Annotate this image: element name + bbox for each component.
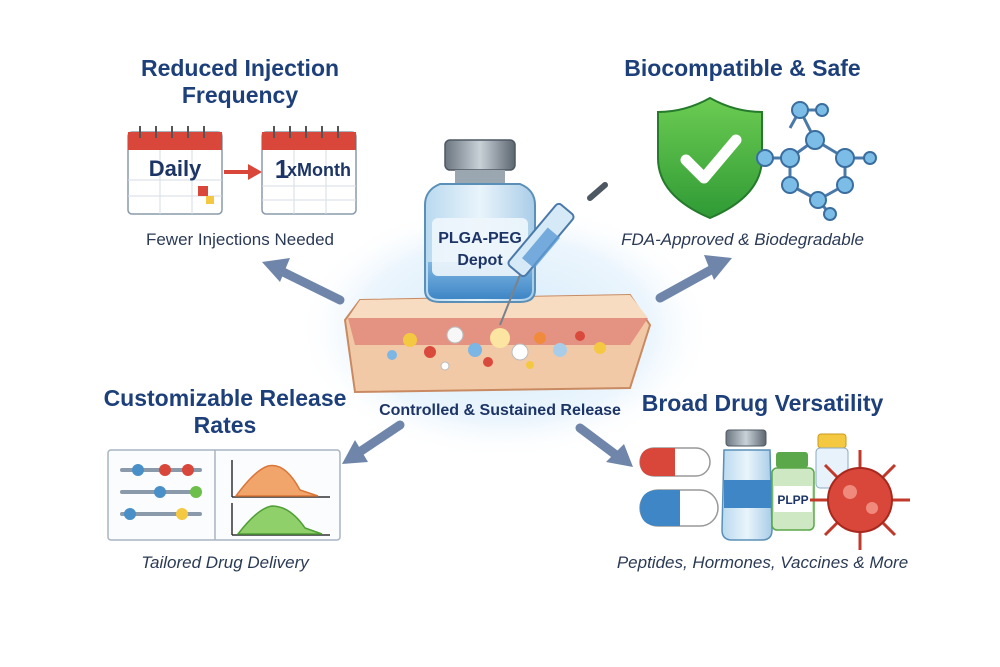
arrow-right-icon [224, 164, 262, 180]
calendar-daily-label: Daily [149, 156, 202, 181]
title-customizable-release-rates: Customizable Release Rates [80, 385, 370, 439]
vial [424, 139, 536, 303]
arrow-top-left [270, 263, 345, 305]
center-release-label: Controlled & Sustained Release [379, 402, 621, 419]
skin-tissue [343, 293, 652, 394]
capsule-red-icon [639, 447, 711, 477]
virus-icon [810, 450, 910, 550]
green-bottle-icon [771, 452, 815, 531]
caption-tailored-delivery: Tailored Drug Delivery [141, 553, 309, 572]
title-broad-drug-versatility: Broad Drug Versatility [641, 390, 884, 416]
calendar-monthly-label: xMonth [287, 160, 351, 180]
shield-check-icon [657, 96, 763, 220]
calendar-daily-icon [127, 126, 223, 215]
arrow-top-right [655, 261, 723, 303]
title-customizable-line2: Rates [193, 412, 257, 438]
molecule-icon [756, 101, 877, 221]
caption-fda-approved: FDA-Approved & Biodegradable [621, 230, 864, 249]
calendar-monthly-number: 1 [275, 154, 289, 184]
arrow-bottom-left [350, 420, 405, 460]
syringe-icon [499, 182, 608, 326]
vial-label-line2: Depot [457, 252, 503, 269]
arrow-bottom-right [575, 423, 625, 463]
title-customizable-line1: Customizable Release [103, 385, 347, 411]
title-reduced-injection-frequency: Reduced Injection Frequency [140, 55, 340, 108]
release-rate-panel [107, 449, 341, 541]
small-vial-icon [721, 429, 773, 541]
caption-drug-types: Peptides, Hormones, Vaccines & More [616, 553, 909, 572]
arrow-head-top-left [262, 258, 290, 282]
capsule-blue-icon [639, 489, 719, 527]
arrow-heads [262, 255, 732, 467]
title-biocompatible-safe: Biocompatible & Safe [624, 55, 861, 81]
vial-label-line1: PLGA-PEG [438, 230, 522, 247]
arrow-head-top-right [704, 255, 732, 280]
calendar-monthly-icon [261, 126, 357, 215]
arrows [270, 261, 723, 463]
arrow-head-bottom-left [342, 440, 368, 464]
bottle-label: PLPP [777, 493, 808, 507]
caption-fewer-injections: Fewer Injections Needed [145, 230, 335, 249]
arrow-head-bottom-right [606, 444, 633, 467]
